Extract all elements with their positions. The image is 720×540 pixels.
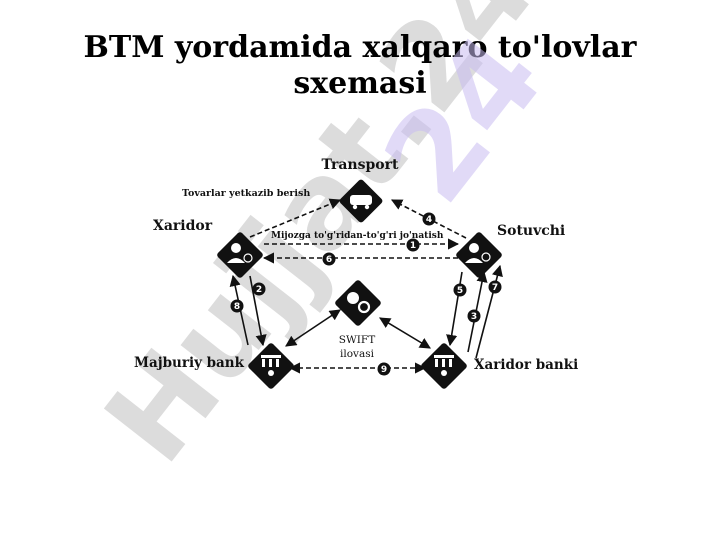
delivery-label: Tovarlar yetkazib berish (182, 188, 310, 199)
step-label-7: 7 (492, 283, 498, 293)
step-badge-2: 2 (252, 282, 266, 296)
obligated-bank-label: Majburiy bank (134, 355, 245, 371)
edge-delivery (249, 198, 342, 238)
swift-node (335, 280, 381, 326)
step-badge-8: 8 (230, 299, 244, 313)
edge-step-5 (446, 271, 463, 347)
swift-label-1: SWIFT (339, 334, 375, 346)
truck-icon (350, 195, 372, 210)
edge-swift-buyer-bank (379, 317, 431, 349)
user-dollar-icon (227, 243, 253, 263)
step-badge-1: 1 (406, 238, 420, 252)
step-badge-7: 7 (488, 280, 502, 294)
step-label-8: 8 (234, 302, 240, 312)
edge-swift-obligated (285, 309, 341, 347)
buyer-node (217, 232, 263, 278)
direct-send-label: Mijozga to'g'ridan-to'g'ri jo'natish (271, 231, 444, 241)
seller-label: Sotuvchi (497, 223, 565, 239)
user-coin-icon (465, 243, 491, 263)
edge-step-7 (475, 264, 503, 359)
step-label-3: 3 (471, 312, 477, 322)
seller-node (456, 232, 502, 278)
step-badge-3: 3 (467, 309, 481, 323)
step-label-2: 2 (256, 285, 262, 295)
bank-icon-left (261, 355, 281, 376)
gear-dollar-icon (347, 292, 371, 314)
swift-label-2: ilovasi (340, 348, 375, 360)
edge-step-2 (249, 275, 267, 347)
step-badge-9: 9 (377, 362, 391, 376)
bank-icon-right (434, 355, 454, 376)
step-label-5: 5 (457, 286, 463, 296)
buyer-bank-label: Xaridor banki (474, 357, 578, 373)
page-title: BTM yordamida xalqaro to'lovlar sxemasi (0, 30, 720, 102)
step-label-1: 1 (410, 241, 416, 251)
title-line-2: sxemasi (293, 66, 427, 101)
step-badge-6: 6 (322, 252, 336, 266)
transport-label: Transport (322, 157, 399, 173)
step-label-4: 4 (426, 215, 432, 225)
step-badge-5: 5 (453, 283, 467, 297)
title-line-1: BTM yordamida xalqaro to'lovlar (83, 30, 637, 65)
buyer-label: Xaridor (153, 218, 213, 234)
step-label-6: 6 (326, 255, 332, 265)
step-badge-4: 4 (422, 212, 436, 226)
step-label-9: 9 (381, 365, 387, 375)
